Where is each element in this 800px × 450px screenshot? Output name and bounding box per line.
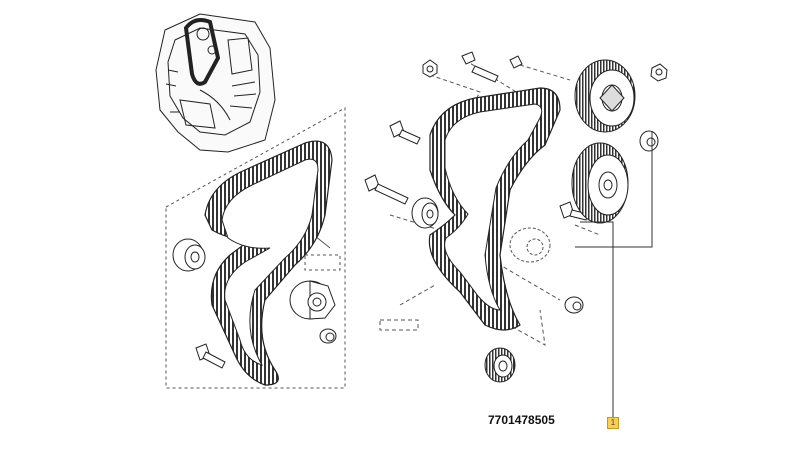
- nut-right-mid: [639, 130, 659, 152]
- stud-bolt-top-2: [509, 55, 523, 69]
- timing-belt-left: [204, 140, 333, 386]
- bolt-center-upper: [389, 120, 421, 145]
- camshaft-sprocket-upper: [574, 59, 636, 133]
- engine-block-illustration: [155, 13, 276, 153]
- bolt-left: [195, 343, 226, 369]
- stud-bolt-top: [461, 51, 499, 83]
- callout-leader: [575, 132, 653, 420]
- camshaft-sprocket-lower: [571, 142, 629, 224]
- crankshaft-sprocket: [484, 347, 516, 383]
- bolt-center-long: [364, 174, 409, 205]
- nut-top-1: [422, 59, 438, 78]
- part-number-label: 7701478505: [488, 413, 555, 427]
- callout-badge[interactable]: 1: [607, 417, 619, 429]
- bolt-right: [559, 201, 589, 221]
- nut-right-lower: [564, 296, 584, 314]
- nut-top-right: [650, 63, 668, 82]
- nut-left: [319, 328, 337, 344]
- tensioner-pulley-left: [289, 280, 336, 320]
- idler-pulley-left: [172, 238, 206, 272]
- timing-belt-center: [428, 87, 561, 331]
- tensioner-ghost: [509, 227, 551, 263]
- idler-pulley-center: [411, 197, 439, 229]
